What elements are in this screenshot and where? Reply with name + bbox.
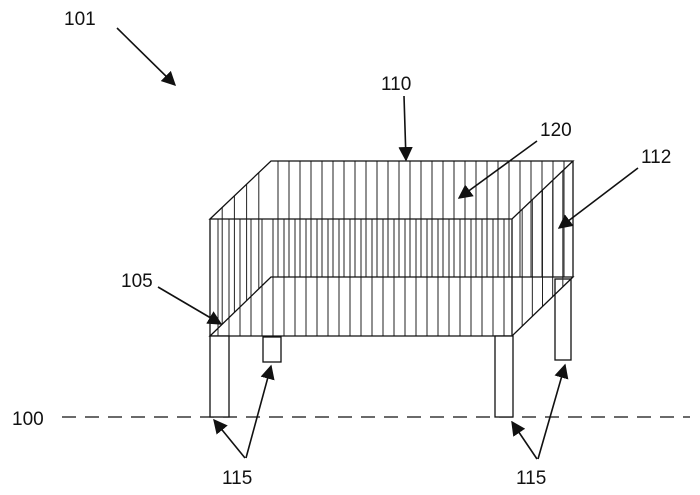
label-115-right: 115 [516,468,546,489]
arrow-115-right-a [511,420,538,460]
label-100: 100 [12,409,44,430]
arrow-115-left-b [245,364,275,459]
lower-frame [208,276,575,337]
label-115-left: 115 [222,468,252,489]
top-frame [208,160,575,220]
back-left-leg [262,336,282,363]
arrow-115-right-b [537,363,569,460]
arrow-105 [157,286,223,325]
arrow-120 [457,140,538,199]
front-right-leg [494,335,514,418]
arrow-112 [557,167,639,229]
label-112: 112 [641,147,671,168]
arrow-115-left-a [213,418,246,459]
label-120: 120 [540,120,572,141]
back-right-leg [554,278,572,361]
label-110: 110 [381,74,411,95]
arrow-110 [398,95,413,162]
label-105: 105 [121,271,153,292]
arrow-101 [116,27,177,87]
front-left-leg [209,335,230,418]
label-101: 101 [64,9,96,30]
